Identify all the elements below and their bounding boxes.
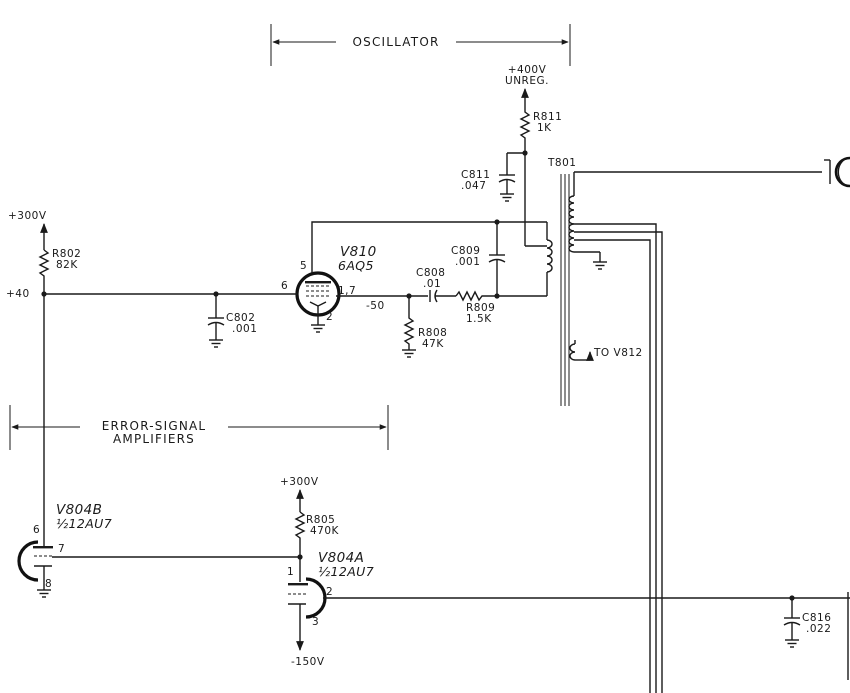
svg-text:7: 7 [58, 543, 65, 555]
svg-text:1.5K: 1.5K [466, 313, 492, 325]
plus40-label: +40 [6, 288, 30, 300]
amplifiers-label: AMPLIFIERS [113, 432, 195, 446]
minus150-label: -150V [291, 656, 325, 668]
svg-text:R808: R808 [418, 327, 447, 339]
svg-text:.001: .001 [232, 323, 257, 335]
oscillator-label: OSCILLATOR [352, 35, 439, 49]
svg-text:.01: .01 [423, 278, 441, 290]
tube-v804a: V804A ½12AU7 1 2 3 [287, 550, 374, 628]
svg-text:+300V: +300V [280, 476, 319, 488]
svg-text:5: 5 [300, 260, 307, 272]
capacitor-c808: C808 .01 [416, 267, 456, 303]
capacitor-c802: C802 .001 [207, 294, 257, 348]
svg-text:V804A: V804A [318, 550, 364, 566]
tube-v804b: V804B ½12AU7 6 7 8 [17, 502, 112, 598]
resistor-r811: R811 1K [519, 108, 562, 153]
svg-text:T801: T801 [547, 157, 576, 169]
plus300-supply-left: +300V [8, 210, 48, 250]
plus300-supply-mid: +300V [280, 476, 319, 512]
svg-text:1: 1 [287, 566, 294, 578]
svg-text:C811: C811 [461, 169, 490, 181]
svg-text:6: 6 [281, 280, 288, 292]
svg-text:47K: 47K [422, 338, 444, 350]
svg-text:3: 3 [312, 616, 319, 628]
svg-text:C809: C809 [451, 245, 480, 257]
to-v812-label: TO V812 [593, 347, 643, 359]
oscillator-span: OSCILLATOR [270, 24, 571, 66]
resistor-r802: R802 82K [38, 248, 81, 294]
svg-text:R805: R805 [306, 514, 335, 526]
output-connector [824, 156, 850, 188]
svg-text:6: 6 [33, 524, 40, 536]
minus50-label: -50 [366, 300, 385, 312]
resistor-r809: R809 1.5K [455, 290, 497, 325]
svg-text:470K: 470K [310, 525, 340, 537]
svg-text:6AQ5: 6AQ5 [338, 258, 374, 273]
transformer-t801: T801 TO V812 [525, 157, 822, 693]
svg-text:1K: 1K [537, 122, 552, 134]
svg-text:R802: R802 [52, 248, 81, 260]
svg-text:.001: .001 [455, 256, 480, 268]
plus400-supply: +400V UNREG. [505, 64, 549, 108]
svg-text:82K: 82K [56, 259, 78, 271]
svg-text:1,7: 1,7 [338, 285, 356, 297]
svg-text:8: 8 [45, 578, 52, 590]
svg-text:.047: .047 [461, 180, 486, 192]
svg-text:.022: .022 [806, 623, 831, 635]
svg-text:2: 2 [326, 586, 333, 598]
resistor-r808: R808 47K [402, 296, 447, 358]
svg-text:C808: C808 [416, 267, 445, 279]
capacitor-c811: C811 .047 [461, 152, 525, 202]
svg-text:R811: R811 [533, 111, 562, 123]
svg-text:R809: R809 [466, 302, 495, 314]
svg-text:+300V: +300V [8, 210, 47, 222]
svg-text:C802: C802 [226, 312, 255, 324]
resistor-r805: R805 470K [294, 511, 340, 557]
error-signal-span: ERROR-SIGNAL AMPLIFIERS [9, 405, 389, 450]
capacitor-c816: C816 .022 [783, 598, 831, 648]
svg-text:UNREG.: UNREG. [505, 75, 549, 87]
svg-text:+400V: +400V [508, 64, 547, 76]
capacitor-c809: C809 .001 [451, 222, 506, 296]
error-signal-label: ERROR-SIGNAL [102, 419, 207, 433]
svg-text:½12AU7: ½12AU7 [318, 564, 374, 579]
svg-text:V810: V810 [340, 244, 377, 260]
svg-text:V804B: V804B [56, 502, 102, 518]
svg-text:½12AU7: ½12AU7 [56, 516, 112, 531]
svg-text:C816: C816 [802, 612, 831, 624]
tube-v810: V810 6AQ5 5 6 1,7 2 [281, 244, 377, 323]
svg-text:2: 2 [326, 311, 333, 323]
